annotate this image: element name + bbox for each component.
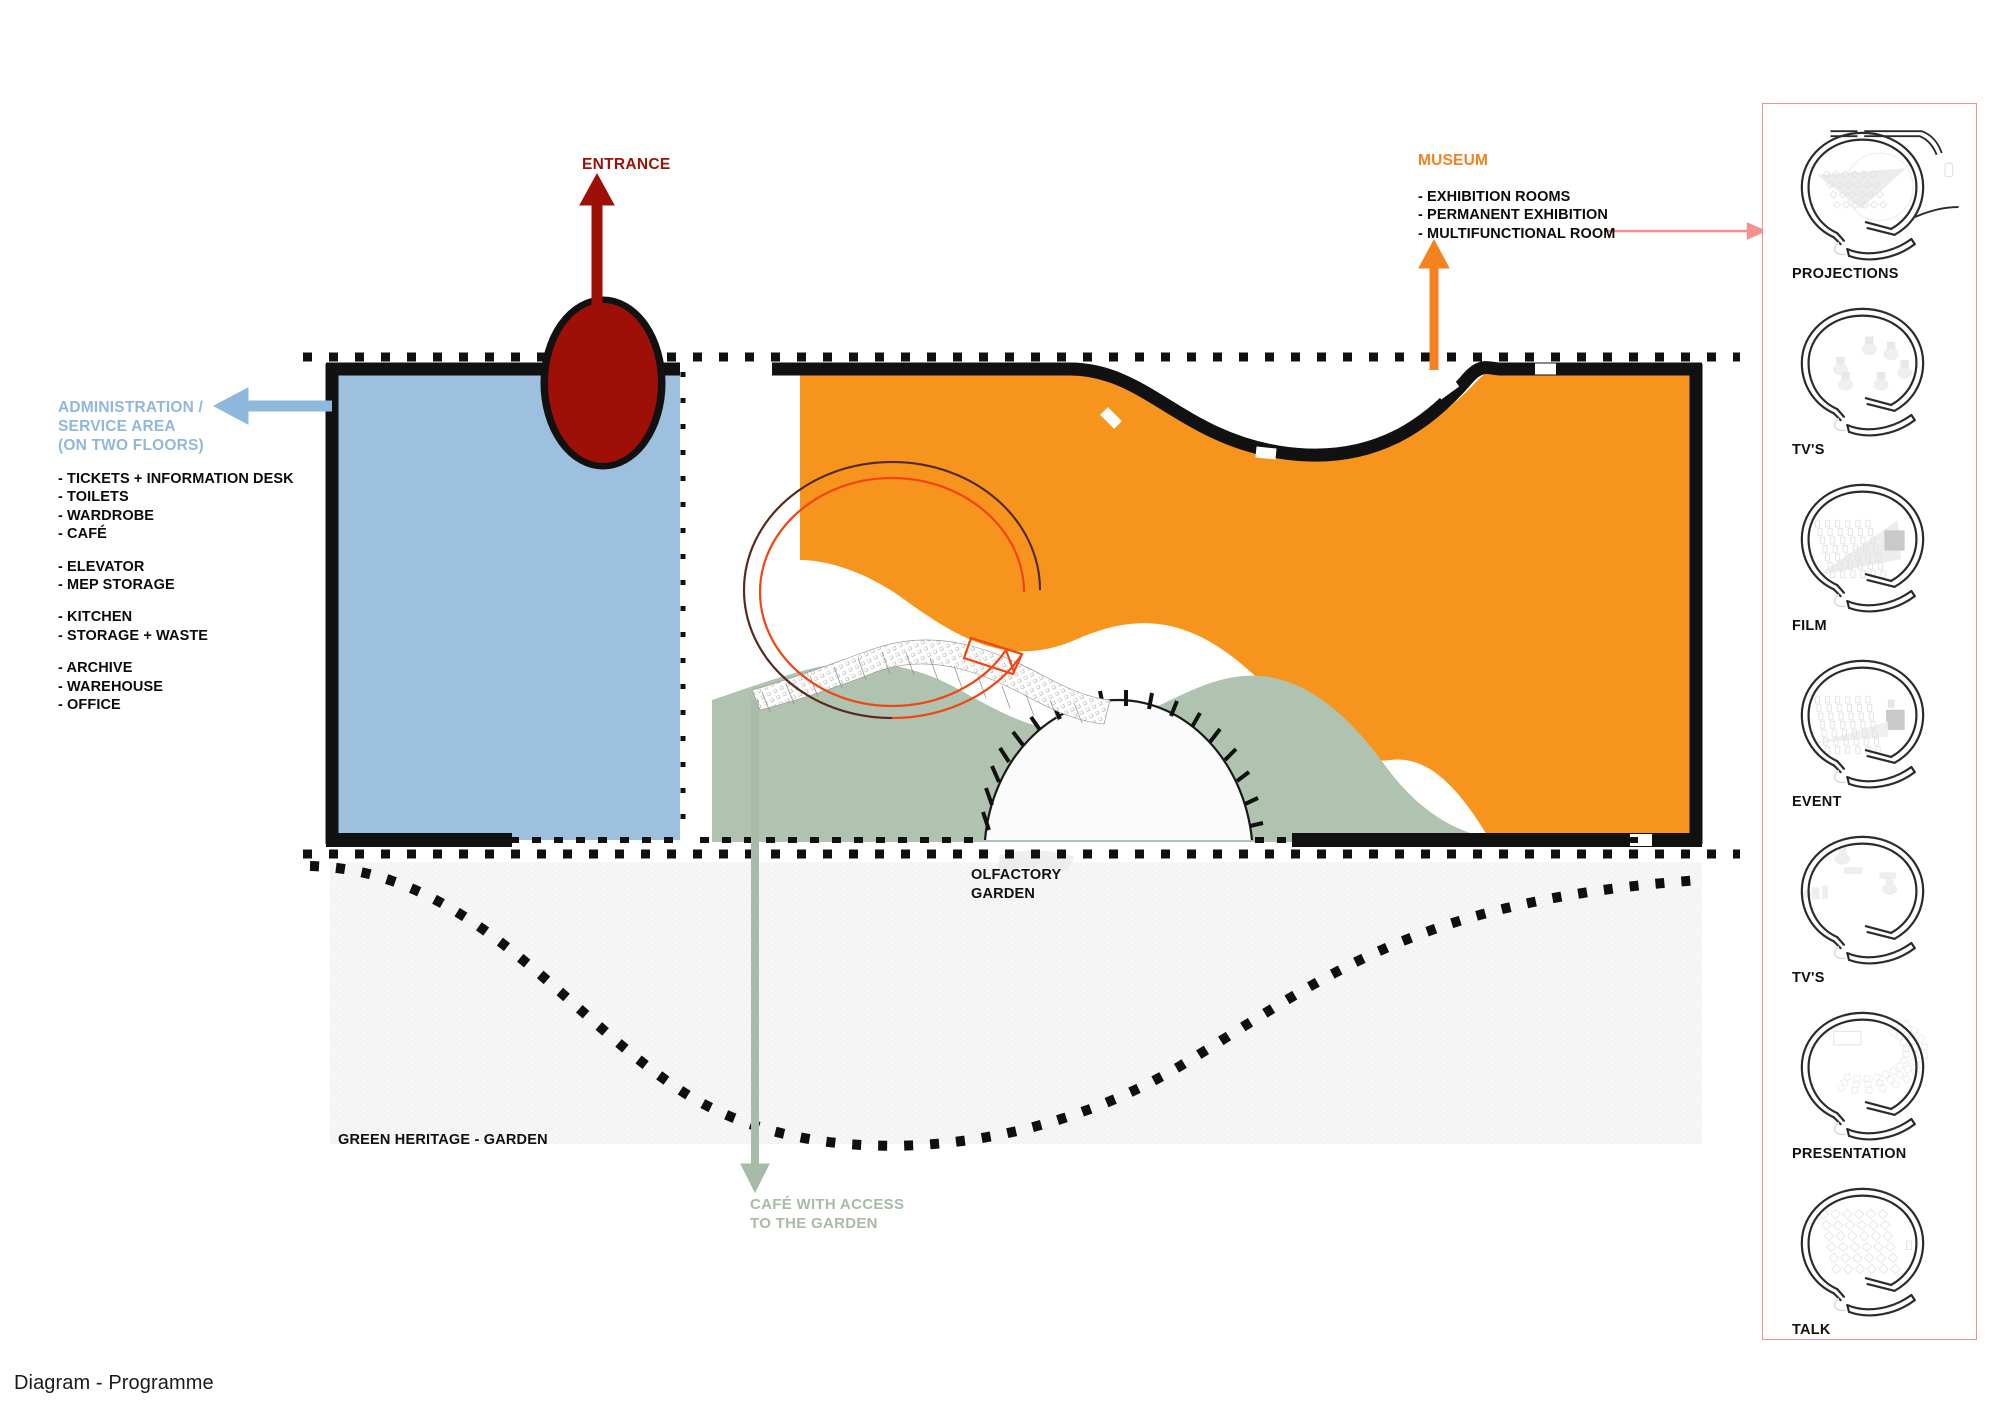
administration-program-item: - MEP STORAGE	[58, 577, 175, 594]
administration-program-list: - TICKETS + INFORMATION DESK- TOILETS- W…	[58, 470, 294, 714]
cafe-access-label: CAFÉ WITH ACCESS TO THE GARDEN	[750, 1195, 904, 1233]
room-configuration-item[interactable]: TV'S	[1763, 820, 1978, 986]
green-heritage-garden-label: GREEN HERITAGE - GARDEN	[338, 1132, 548, 1148]
figure-caption: Diagram - Programme	[14, 1372, 214, 1394]
room-configuration-label: TV'S	[1792, 970, 1825, 986]
administration-program-item	[58, 594, 294, 608]
cafe-access-label-line: TO THE GARDEN	[750, 1215, 878, 1232]
administration-arrow	[212, 387, 332, 425]
olfactory-garden-label: OLFACTORY GARDEN	[971, 866, 1061, 904]
administration-program-item	[58, 645, 294, 659]
olfactory-garden-label-line: GARDEN	[971, 886, 1036, 902]
administration-heading-line: SERVICE AREA	[58, 418, 176, 435]
administration-program-item: - WAREHOUSE	[58, 678, 164, 695]
room-configuration-label: TALK	[1792, 1322, 1831, 1338]
room-configurations-panel: PROJECTIONS TV'S FILM EVENT TV'S PRESENTATION…	[1762, 103, 1977, 1340]
administration-heading: ADMINISTRATION / SERVICE AREA (ON TWO FLOO…	[58, 398, 204, 455]
room-configuration-diagram-curved-seating-rows-icon	[1763, 996, 1978, 1146]
museum-program-list: - EXHIBITION ROOMS - PERMANENT EXHIBITION…	[1418, 188, 1615, 243]
entrance-arrow	[579, 172, 615, 310]
room-configuration-label: TV'S	[1792, 442, 1825, 458]
administration-program-item: - CAFÉ	[58, 526, 107, 543]
room-configuration-diagram-angled-rows-with-screen-icon	[1763, 468, 1978, 618]
administration-program-item: - OFFICE	[58, 697, 121, 714]
administration-program-item: - KITCHEN	[58, 609, 133, 626]
room-configuration-item[interactable]: TALK	[1763, 1172, 1978, 1338]
administration-program-item: - ELEVATOR	[58, 558, 145, 575]
arch-void	[985, 700, 1252, 840]
room-configuration-label: EVENT	[1792, 794, 1842, 810]
administration-heading-line: ADMINISTRATION /	[58, 399, 203, 416]
cafe-arrow	[740, 700, 770, 1194]
room-configuration-item[interactable]: EVENT	[1763, 644, 1978, 810]
museum-program-item: - MULTIFUNCTIONAL ROOM	[1418, 225, 1616, 242]
room-configuration-diagram-projection-cone-with-seats-icon	[1763, 116, 1978, 266]
room-configuration-label: FILM	[1792, 618, 1827, 634]
museum-program-item: - PERMANENT EXHIBITION	[1418, 207, 1608, 224]
room-configuration-item[interactable]: TV'S	[1763, 292, 1978, 458]
stair-ramp	[751, 639, 1111, 725]
administration-program-item: - STORAGE + WASTE	[58, 627, 209, 644]
administration-program-item: - TICKETS + INFORMATION DESK	[58, 471, 294, 487]
entrance-ellipse-outline	[540, 296, 666, 470]
room-configuration-diagram-sparse-lounge-stations-icon	[1763, 820, 1978, 970]
room-configuration-label: PROJECTIONS	[1792, 266, 1899, 282]
garden-dotted-arc	[309, 861, 1701, 1151]
administration-program-item: - ARCHIVE	[58, 660, 133, 677]
museum-program-item: - EXHIBITION ROOMS	[1418, 189, 1571, 205]
administration-program-item	[58, 544, 294, 558]
multifunctional-leader-line	[1604, 222, 1767, 240]
room-configuration-label: PRESENTATION	[1792, 1146, 1907, 1162]
cafe-access-label-line: CAFÉ WITH ACCESS	[750, 1196, 905, 1213]
museum-heading: MUSEUM	[1418, 152, 1489, 169]
room-configuration-diagram-dense-grid-seating-icon	[1763, 1172, 1978, 1322]
room-configuration-diagram-scattered-tv-stations-icon	[1763, 292, 1978, 442]
room-configuration-item[interactable]: PROJECTIONS	[1763, 116, 1978, 282]
administration-program-item: - WARDROBE	[58, 507, 155, 524]
entrance-ellipse	[548, 303, 658, 463]
administration-program-item: - TOILETS	[58, 489, 129, 506]
green-heritage-ground	[330, 862, 1702, 1144]
stair-treads	[761, 651, 1083, 724]
room-configuration-item[interactable]: FILM	[1763, 468, 1978, 634]
olfactory-garden-label-line: OLFACTORY	[971, 867, 1062, 883]
administration-heading-line: (ON TWO FLOORS)	[58, 437, 204, 454]
room-configuration-diagram-rows-with-screen-icon	[1763, 644, 1978, 794]
entrance-label: ENTRANCE	[582, 156, 671, 173]
museum-arrow	[1418, 238, 1450, 370]
room-configuration-item[interactable]: PRESENTATION	[1763, 996, 1978, 1162]
